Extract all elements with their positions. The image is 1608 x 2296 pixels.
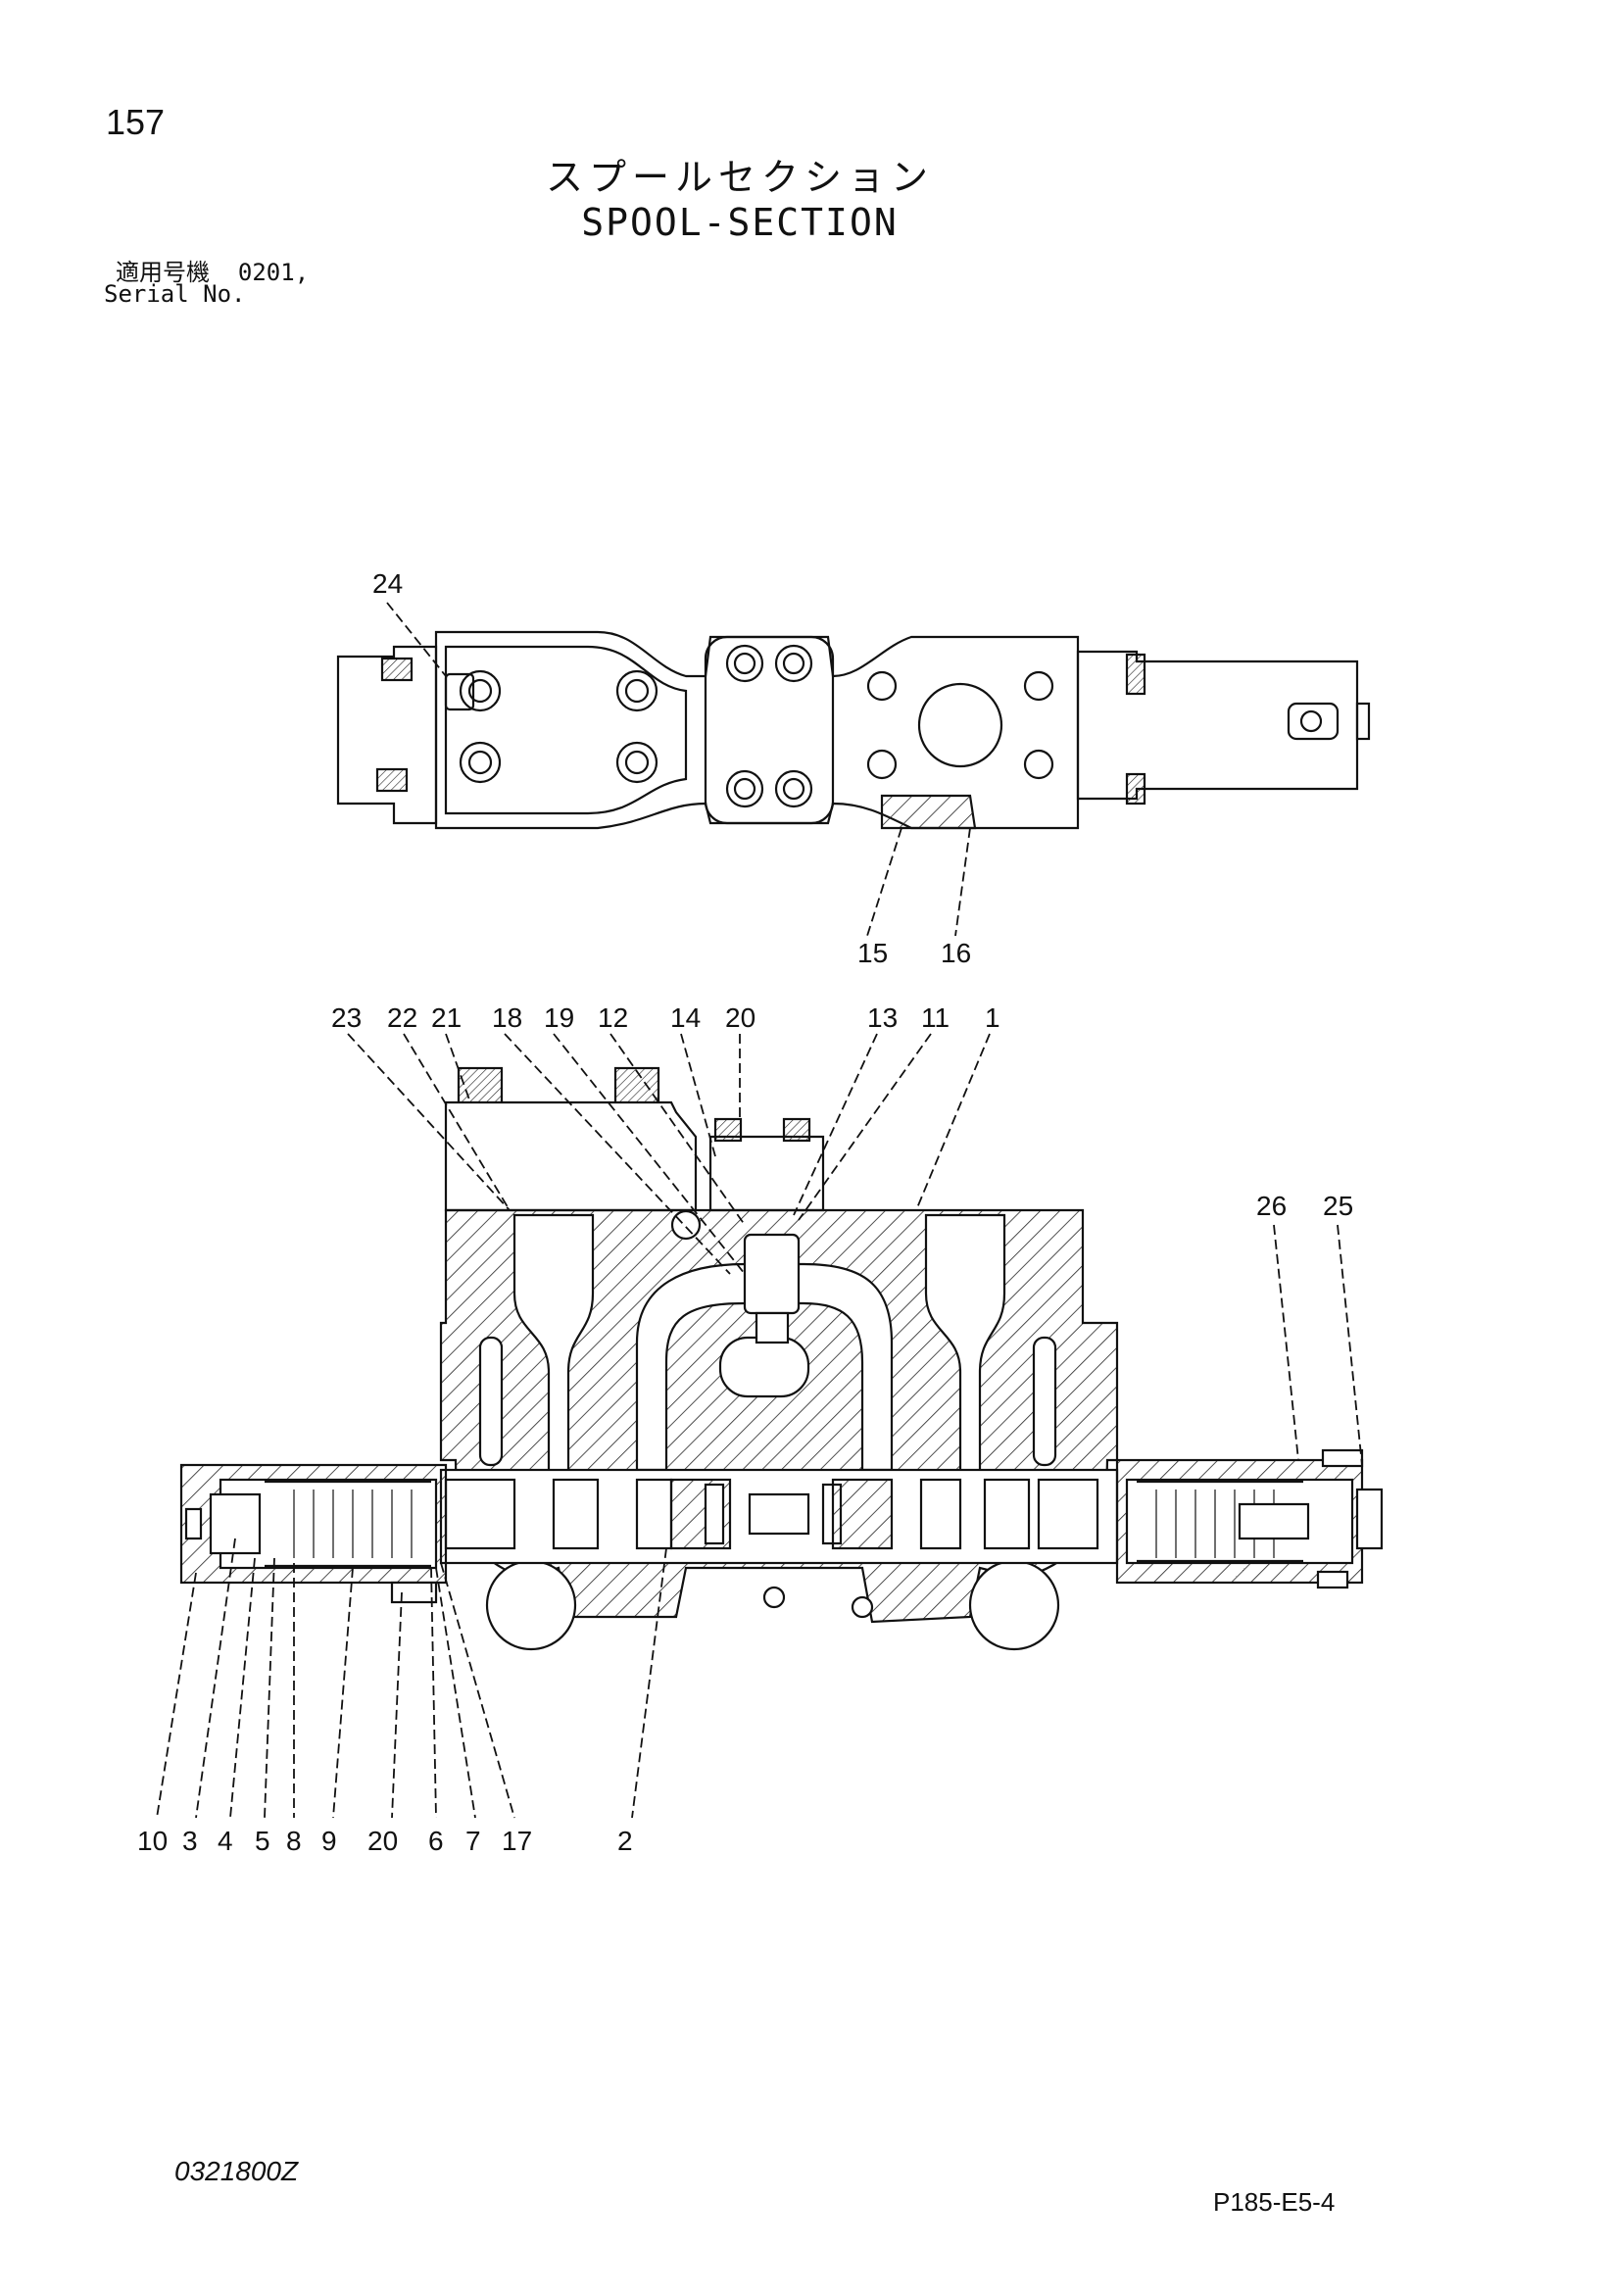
right-bottom-plug xyxy=(1125,772,1146,806)
callout-11: 11 xyxy=(921,1002,950,1033)
callout-17: 17 xyxy=(502,1826,532,1856)
check-poppet xyxy=(743,1233,801,1315)
callout-3: 3 xyxy=(182,1826,198,1856)
section-view-drawing xyxy=(179,1066,1384,1651)
page-number: 157 xyxy=(106,102,166,142)
document-code: 0321800Z xyxy=(174,2156,299,2186)
top-view-callouts: 24 15 16 xyxy=(372,568,971,968)
body-cavities xyxy=(478,1209,1060,1651)
serial-label-jp-text: 適用号機 xyxy=(116,259,210,286)
serial-number: 0201, xyxy=(237,259,310,286)
section-leaders xyxy=(156,1033,1363,1819)
end-cap xyxy=(1355,702,1371,741)
callout-18: 18 xyxy=(492,1002,522,1033)
callout-20-bottom: 20 xyxy=(367,1826,398,1856)
callout-7: 7 xyxy=(465,1826,481,1856)
callout-26: 26 xyxy=(1256,1191,1287,1221)
callout-19: 19 xyxy=(544,1002,574,1033)
center-plug-housing xyxy=(708,1135,825,1212)
callout-2: 2 xyxy=(617,1826,633,1856)
callout-22: 22 xyxy=(387,1002,417,1033)
left-flange-outline xyxy=(444,645,688,815)
left-spring-cap xyxy=(179,1463,448,1604)
cutaway-section xyxy=(880,794,977,830)
end-fitting xyxy=(1287,702,1340,741)
top-view-drawing xyxy=(336,630,1371,830)
callout-9: 9 xyxy=(321,1826,337,1856)
callout-1: 1 xyxy=(985,1002,1000,1033)
callout-5: 5 xyxy=(255,1826,270,1856)
callout-24: 24 xyxy=(372,568,403,599)
callout-12: 12 xyxy=(598,1002,628,1033)
spool-2 xyxy=(444,1478,1099,1550)
valve-body-outline xyxy=(434,630,1080,830)
page-title-japanese: スプールセクション xyxy=(545,156,934,199)
callout-10: 10 xyxy=(137,1826,168,1856)
top-view-leaders xyxy=(386,602,971,937)
top-left-plug xyxy=(380,657,414,682)
bottom-left-plug xyxy=(375,767,409,793)
plug-21 xyxy=(457,1066,504,1105)
plate-code: P185-E5-4 xyxy=(1213,2187,1336,2217)
poppet-stem xyxy=(755,1311,790,1344)
callout-25: 25 xyxy=(1323,1191,1353,1221)
plug-left-top xyxy=(613,1066,660,1105)
callout-15: 15 xyxy=(857,938,888,968)
right-spring-cap xyxy=(1115,1448,1384,1589)
right-cap-outline xyxy=(1076,650,1359,801)
page-title-english: SPOOL-SECTION xyxy=(581,201,899,244)
callout-13: 13 xyxy=(867,1002,898,1033)
callout-21: 21 xyxy=(431,1002,462,1033)
side-plug-24 xyxy=(444,672,475,711)
section-callouts-right: 26 25 xyxy=(1256,1191,1353,1221)
callout-20-top: 20 xyxy=(725,1002,755,1033)
callout-16: 16 xyxy=(941,938,971,968)
section-callouts-top: 23 22 21 18 19 12 14 20 13 11 1 xyxy=(331,1002,1000,1033)
callout-23: 23 xyxy=(331,1002,362,1033)
serial-label-english: Serial No. xyxy=(104,280,246,308)
callout-4: 4 xyxy=(218,1826,233,1856)
plug-20-right xyxy=(782,1117,811,1143)
callout-14: 14 xyxy=(670,1002,701,1033)
right-top-plug xyxy=(1125,653,1146,696)
center-flange xyxy=(704,635,835,825)
serial-label-japanese: 適用号機 0201, xyxy=(116,253,309,287)
section-callouts-bottom: 10 3 4 5 8 9 20 6 7 17 2 xyxy=(137,1826,633,1856)
callout-6: 6 xyxy=(428,1826,444,1856)
plug-20-left xyxy=(713,1117,743,1143)
callout-8: 8 xyxy=(286,1826,302,1856)
top-cover xyxy=(444,1100,698,1212)
flange-bolts xyxy=(444,644,1054,808)
